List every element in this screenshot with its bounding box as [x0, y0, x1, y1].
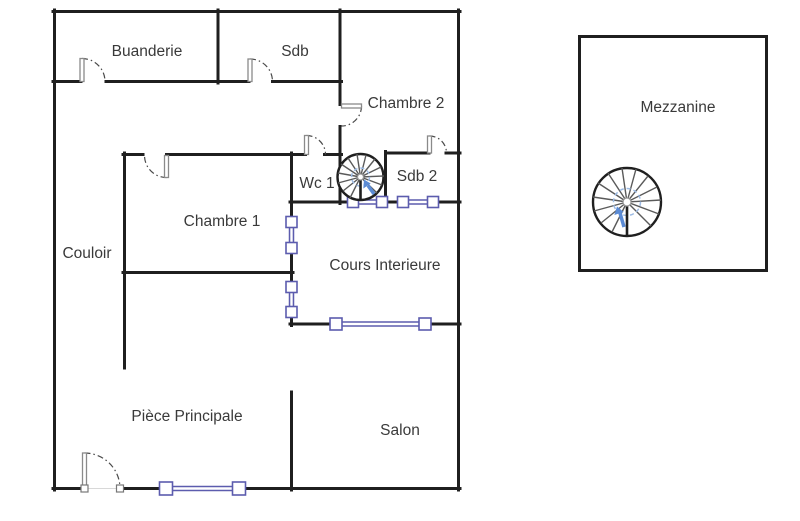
- door-swing-arc: [143, 155, 167, 179]
- stair-center-post: [622, 197, 632, 207]
- door-buanderie: [79, 57, 106, 83]
- door-leaf: [79, 57, 85, 83]
- door-swing-arc: [84, 452, 121, 489]
- window-end-cap: [231, 481, 247, 496]
- room-label-salon: Salon: [380, 422, 420, 439]
- doors: [79, 57, 448, 493]
- door-swing-arc: [306, 134, 327, 155]
- stair-direction-arrow-icon: [363, 179, 376, 196]
- window-cour-north-left: [346, 195, 389, 209]
- window-cour-north-right: [396, 195, 440, 209]
- door-hinge-cap: [80, 484, 89, 493]
- room-label-couloir: Couloir: [62, 245, 111, 262]
- arrow-shaft: [366, 184, 376, 196]
- window-end-cap: [285, 305, 298, 319]
- spiral-staircase-icon-mezzanine: [591, 166, 663, 238]
- mezzanine-outline: [578, 35, 768, 272]
- window-end-cap: [329, 317, 343, 331]
- window-end-cap: [375, 195, 389, 209]
- window-end-cap: [285, 215, 298, 229]
- door-sdb: [247, 58, 274, 83]
- room-labels: Buanderie Sdb Chambre 2 Wc 1 Sdb 2 Chamb…: [62, 43, 715, 439]
- window-end-cap: [285, 241, 298, 255]
- door-leaf: [340, 103, 363, 109]
- window-end-cap: [158, 481, 174, 496]
- arrow-head: [614, 206, 624, 215]
- room-label-chambre-2: Chambre 2: [368, 95, 445, 112]
- stair-direction-arrow-icon: [614, 206, 626, 228]
- door-entry: [80, 452, 125, 493]
- window-facade-south: [158, 481, 247, 496]
- window-cour-west-upper: [285, 215, 298, 255]
- door-leaf: [303, 134, 310, 156]
- walls-path: [51, 8, 462, 492]
- door-stop-cap: [115, 484, 125, 493]
- room-label-wc-1: Wc 1: [299, 175, 334, 192]
- door-leaf: [81, 452, 88, 490]
- door-chambre-1: [143, 154, 170, 179]
- stair-treads: [592, 167, 662, 233]
- room-label-buanderie: Buanderie: [112, 43, 183, 60]
- room-label-mezzanine: Mezzanine: [641, 99, 716, 116]
- windows: [158, 195, 440, 496]
- window-end-cap: [426, 195, 440, 209]
- arrow-shaft: [618, 212, 626, 228]
- door-leaf: [247, 58, 253, 83]
- door-swing-arc: [341, 105, 363, 127]
- window-end-cap: [396, 195, 410, 209]
- arrow-head: [363, 179, 371, 189]
- window-end-cap: [418, 317, 432, 331]
- door-leaf: [163, 154, 170, 179]
- door-wc-1: [303, 134, 327, 156]
- window-end-cap: [285, 280, 298, 294]
- room-label-chambre-1: Chambre 1: [184, 213, 261, 230]
- door-leaf: [426, 135, 433, 154]
- spiral-staircase-icon-main: [336, 152, 385, 202]
- door-chambre-2: [340, 103, 363, 127]
- room-label-cours-interieure: Cours Interieure: [329, 257, 440, 274]
- stair-center-post: [356, 173, 365, 181]
- room-label-piece-principale: Pièce Principale: [131, 408, 242, 425]
- door-sdb-2: [426, 135, 448, 154]
- window-cour-south: [329, 317, 432, 331]
- room-label-sdb: Sdb: [281, 43, 309, 60]
- door-swing-arc: [249, 58, 274, 82]
- door-swing-arc: [81, 57, 106, 82]
- room-label-sdb-2: Sdb 2: [397, 168, 438, 185]
- window-cour-west-lower: [285, 280, 298, 319]
